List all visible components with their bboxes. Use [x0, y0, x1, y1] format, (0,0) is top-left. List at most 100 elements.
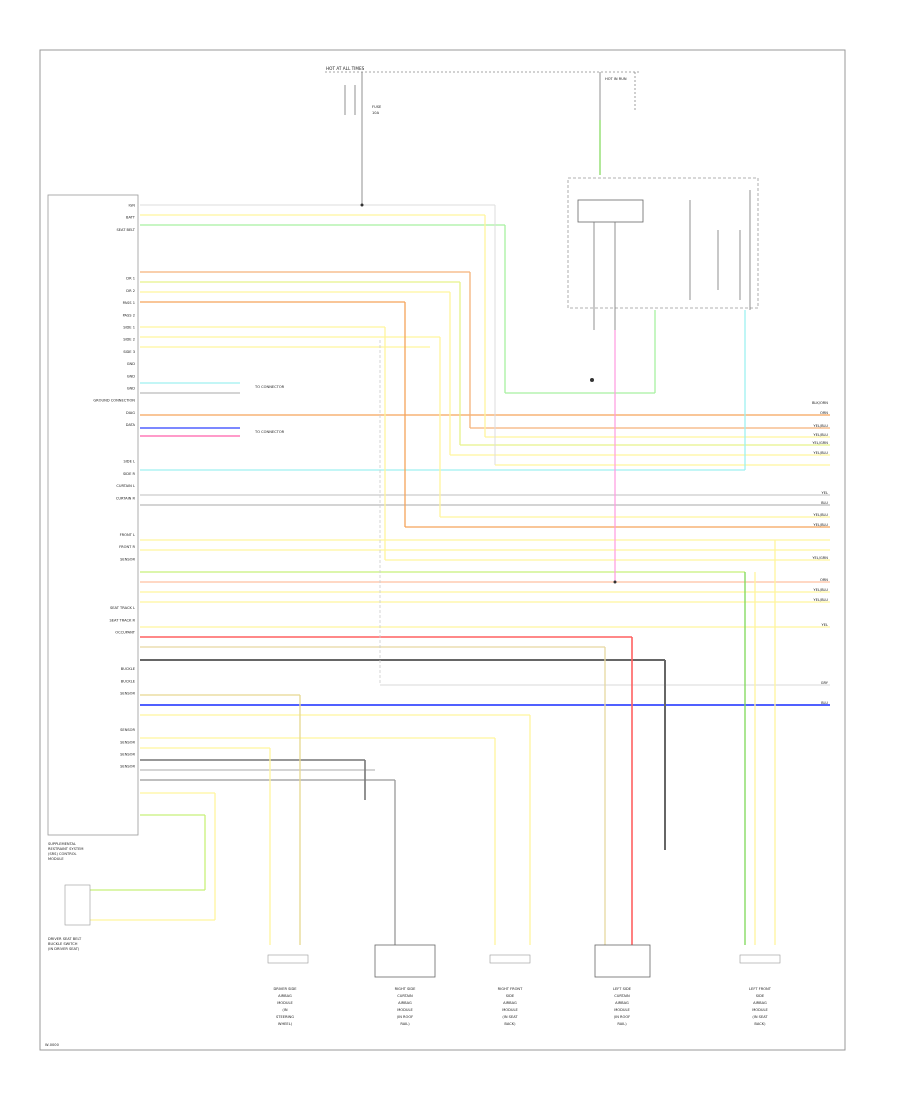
wire-color-label: ORN: [820, 578, 828, 582]
connector-note-1: TO CONNECTOR: [254, 385, 285, 389]
wire-color-label: ORN: [820, 411, 828, 415]
footer-code: W-0000: [45, 1043, 60, 1047]
module-label-line-1: SUPPLEMENTAL: [48, 842, 76, 846]
srs-module-label: SUPPLEMENTAL RESTRAINT SYSTEM (SRS) CONT…: [48, 842, 83, 861]
wire-color-label: YEL/BLU: [813, 523, 828, 527]
component-label-c5: AIRBAG: [753, 1001, 767, 1005]
module-label-line-2: RESTRAINT SYSTEM: [48, 847, 83, 851]
component-conn-1: [267, 954, 309, 964]
component-label-c2: (IN ROOF: [397, 1015, 414, 1019]
pin-label: SENSOR: [120, 557, 135, 561]
buckle-switch-box: [64, 884, 91, 926]
component-label-c2: CURTAIN: [397, 994, 413, 998]
component-label-c2: MODULE: [397, 1008, 413, 1012]
pin-label: BUCKLE: [121, 679, 136, 683]
module-label-line-4: MODULE: [48, 857, 64, 861]
top-connector-label: HOT AT ALL TIMES: [326, 66, 365, 71]
pin-label: FRONT R: [119, 545, 135, 549]
wire-color-label: YEL/GRN: [812, 556, 828, 560]
component-label-c1: WHEEL): [278, 1022, 293, 1026]
buckle-switch-label: DRIVER SEAT BELT BUCKLE SWITCH (IN DRIVE…: [48, 937, 82, 951]
component-label-c1: DRIVER SIDE: [273, 987, 297, 991]
component-label-c1: STEERING: [276, 1015, 294, 1019]
component-label-c4: LEFT SIDE: [613, 987, 632, 991]
hot-in-run-label: HOT IN RUN: [605, 77, 627, 81]
pin-label: GND: [127, 387, 135, 391]
pin-label: DR 1: [126, 277, 135, 281]
pin-label: OCCUPANT: [115, 631, 136, 635]
pin-label: CURTAIN R: [116, 496, 136, 500]
wire-color-label: YEL/BLU: [813, 424, 828, 428]
component-label-c2: AIRBAG: [398, 1001, 412, 1005]
component-label-c4: RAIL): [617, 1022, 627, 1026]
component-label-c1: (IN: [282, 1008, 287, 1012]
wire-color-label: GRY: [821, 681, 829, 685]
component-box-2: [374, 944, 436, 978]
pin-label: DATA: [126, 423, 136, 427]
component-label-c5: BACK): [754, 1022, 766, 1026]
component-label-c3: MODULE: [502, 1008, 518, 1012]
module-label-line-3: (SRS) CONTROL: [48, 852, 77, 856]
srs-module-box: [47, 194, 139, 836]
wire-color-label: YEL: [822, 491, 828, 495]
wire-color-label: BLU: [821, 501, 828, 505]
buckle-label-3: (IN DRIVER SEAT): [48, 947, 80, 951]
pin-label: SENSOR: [120, 692, 135, 696]
wire-color-label: YEL/GRN: [812, 441, 828, 445]
pin-label: SEAT BELT: [116, 228, 135, 232]
bottom-components: [267, 944, 781, 978]
pin-label: SIDE 3: [123, 350, 135, 354]
right-wire-labels: BLK/ORNORNYEL/BLUYEL/BLUYEL/GRNYEL/BLUYE…: [812, 401, 829, 705]
component-label-c3: SIDE: [506, 994, 515, 998]
diagram-border: [39, 49, 846, 1051]
component-label-c2: RIGHT SIDE: [395, 987, 416, 991]
component-label-c1: AIRBAG: [278, 994, 292, 998]
wire-color-label: YEL/BLU: [813, 451, 828, 455]
component-label-c5: (IN SEAT: [752, 1015, 768, 1019]
component-label-c4: AIRBAG: [615, 1001, 629, 1005]
component-label-c3: (IN SEAT: [502, 1015, 518, 1019]
component-label-c2: RAIL): [400, 1022, 410, 1026]
bottom-component-labels: DRIVER SIDE AIRBAG MODULE (IN STEERING WHEEL)…: [273, 987, 771, 1026]
pin-label: BUCKLE: [121, 667, 136, 671]
pin-label: SIDE L: [123, 460, 135, 464]
wire-color-label: YEL/BLU: [813, 433, 828, 437]
pin-label: SEAT TRACK R: [109, 618, 135, 622]
component-label-c5: LEFT FRONT: [749, 987, 772, 991]
wire-color-label: YEL/BLU: [813, 598, 828, 602]
pin-label: FRONT L: [120, 533, 135, 537]
component-conn-5: [739, 954, 781, 964]
component-label-c5: MODULE: [752, 1008, 768, 1012]
relay-box: [567, 177, 759, 309]
splice-dot-3: [613, 580, 617, 584]
pin-label: IGN: [128, 204, 135, 208]
component-label-c1: MODULE: [277, 1001, 293, 1005]
pin-label: SIDE R: [123, 472, 136, 476]
wire-color-label: BLU: [821, 701, 828, 705]
pin-label: GND: [127, 362, 135, 366]
wire-color-label: YEL: [822, 623, 828, 627]
vertical-routing: [90, 205, 830, 945]
component-label-c4: MODULE: [614, 1008, 630, 1012]
component-conn-3: [489, 954, 531, 964]
pin-label: SENSOR: [120, 753, 135, 757]
pin-label: SENSOR: [120, 765, 135, 769]
component-label-c5: SIDE: [756, 994, 765, 998]
fuse-rating-left: 10A: [372, 111, 380, 115]
pin-label: SIDE 1: [123, 326, 135, 330]
splice-dot-1: [360, 203, 364, 207]
pin-label: DR 2: [126, 289, 135, 293]
pin-label: SENSOR: [120, 728, 135, 732]
wire-color-label: YEL/BLU: [813, 513, 828, 517]
pin-label: SENSOR: [120, 740, 135, 744]
wire-color-label: YEL/BLU: [813, 588, 828, 592]
pin-label: SIDE 2: [123, 338, 135, 342]
wire-bundle: [140, 204, 830, 816]
component-label-c4: CURTAIN: [614, 994, 630, 998]
connector-note-2: TO CONNECTOR: [254, 430, 285, 434]
buckle-label-2: BUCKLE SWITCH: [48, 942, 78, 946]
buckle-label-1: DRIVER SEAT BELT: [48, 937, 82, 941]
fuse-label-left: FUSE: [372, 105, 382, 109]
component-label-c4: (IN ROOF: [614, 1015, 631, 1019]
